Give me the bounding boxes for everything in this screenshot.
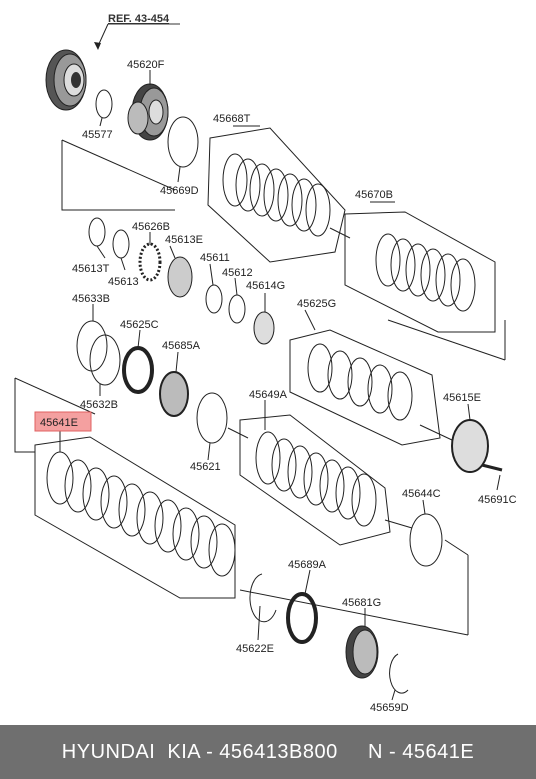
part-45659D-ring-illustration [389,653,409,694]
part-label-45614G[interactable]: 45614G [246,280,285,292]
part-label-45670B[interactable]: 45670B [355,189,393,201]
part-label-45681G[interactable]: 45681G [342,597,381,609]
part-45577-ring-illustration [95,89,113,119]
part-label-45625G[interactable]: 45625G [297,298,336,310]
part-label-45659D[interactable]: 45659D [370,702,409,714]
part-label-45691C[interactable]: 45691C [478,494,517,506]
part-45622E-ring-illustration [249,573,277,623]
part-label-45668T[interactable]: 45668T [213,113,251,125]
clutch-pack-45670B-illustration [375,233,476,312]
part-label-45649A[interactable]: 45649A [249,389,288,401]
part-45620F-gear-illustration [127,83,169,141]
part-label-45613[interactable]: 45613 [108,276,139,288]
part-label-45689A[interactable]: 45689A [288,559,327,571]
ref-label[interactable]: REF. 43-454 [108,13,170,25]
part-label-45611[interactable]: 45611 [200,252,230,264]
part-label-45633B[interactable]: 45633B [72,293,110,305]
part-label-45632B[interactable]: 45632B [80,399,118,411]
part-label-45613T[interactable]: 45613T [72,263,110,275]
part-45626B-illustration [138,242,162,282]
part-label-45644C[interactable]: 45644C [402,488,441,500]
ref-drum-gear-illustration [45,49,87,111]
clutch-pack-45668T-illustration [222,153,331,237]
part-label-45625C[interactable]: 45625C [120,319,159,331]
part-45685A-illustration [159,371,189,417]
footer-part-number-text: HYUNDAI KIA - 456413B800 N - 45641E [61,740,475,763]
highlight-box-45641E [34,411,92,432]
part-label-45621[interactable]: 45621 [190,461,221,473]
part-label-45613E[interactable]: 45613E [165,234,203,246]
part-45681G-gear-illustration [345,625,379,679]
part-45613E-illustration [167,256,193,298]
part-label-45615E[interactable]: 45615E [443,392,481,404]
part-label-45626B[interactable]: 45626B [132,221,170,233]
part-label-45622E[interactable]: 45622E [236,643,274,655]
part-45621-ring-illustration [196,392,228,444]
clutch-pack-45641E-illustration [46,451,236,577]
exploded-parts-diagram: REF. 43-454 [14,13,517,714]
part-label-45669D[interactable]: 45669D [160,185,199,197]
clutch-pack-45625G-illustration [307,343,413,421]
part-45614G-illustration [253,311,275,345]
part-label-45685A[interactable]: 45685A [162,340,201,352]
part-label-45641E[interactable]: 45641E [40,417,78,429]
footer-bar: HYUNDAI KIA - 456413B800 N - 45641E [0,725,536,779]
part-label-45612[interactable]: 45612 [222,267,253,279]
part-45625C-illustration [122,346,154,394]
part-45689A-illustration [286,592,318,644]
part-45644C-ring-illustration [409,513,443,567]
part-45669D-ring-illustration [167,116,199,168]
part-label-45620F[interactable]: 45620F [127,59,165,71]
part-label-45577[interactable]: 45577 [82,129,113,141]
clutch-pack-45649A-illustration [255,431,377,527]
